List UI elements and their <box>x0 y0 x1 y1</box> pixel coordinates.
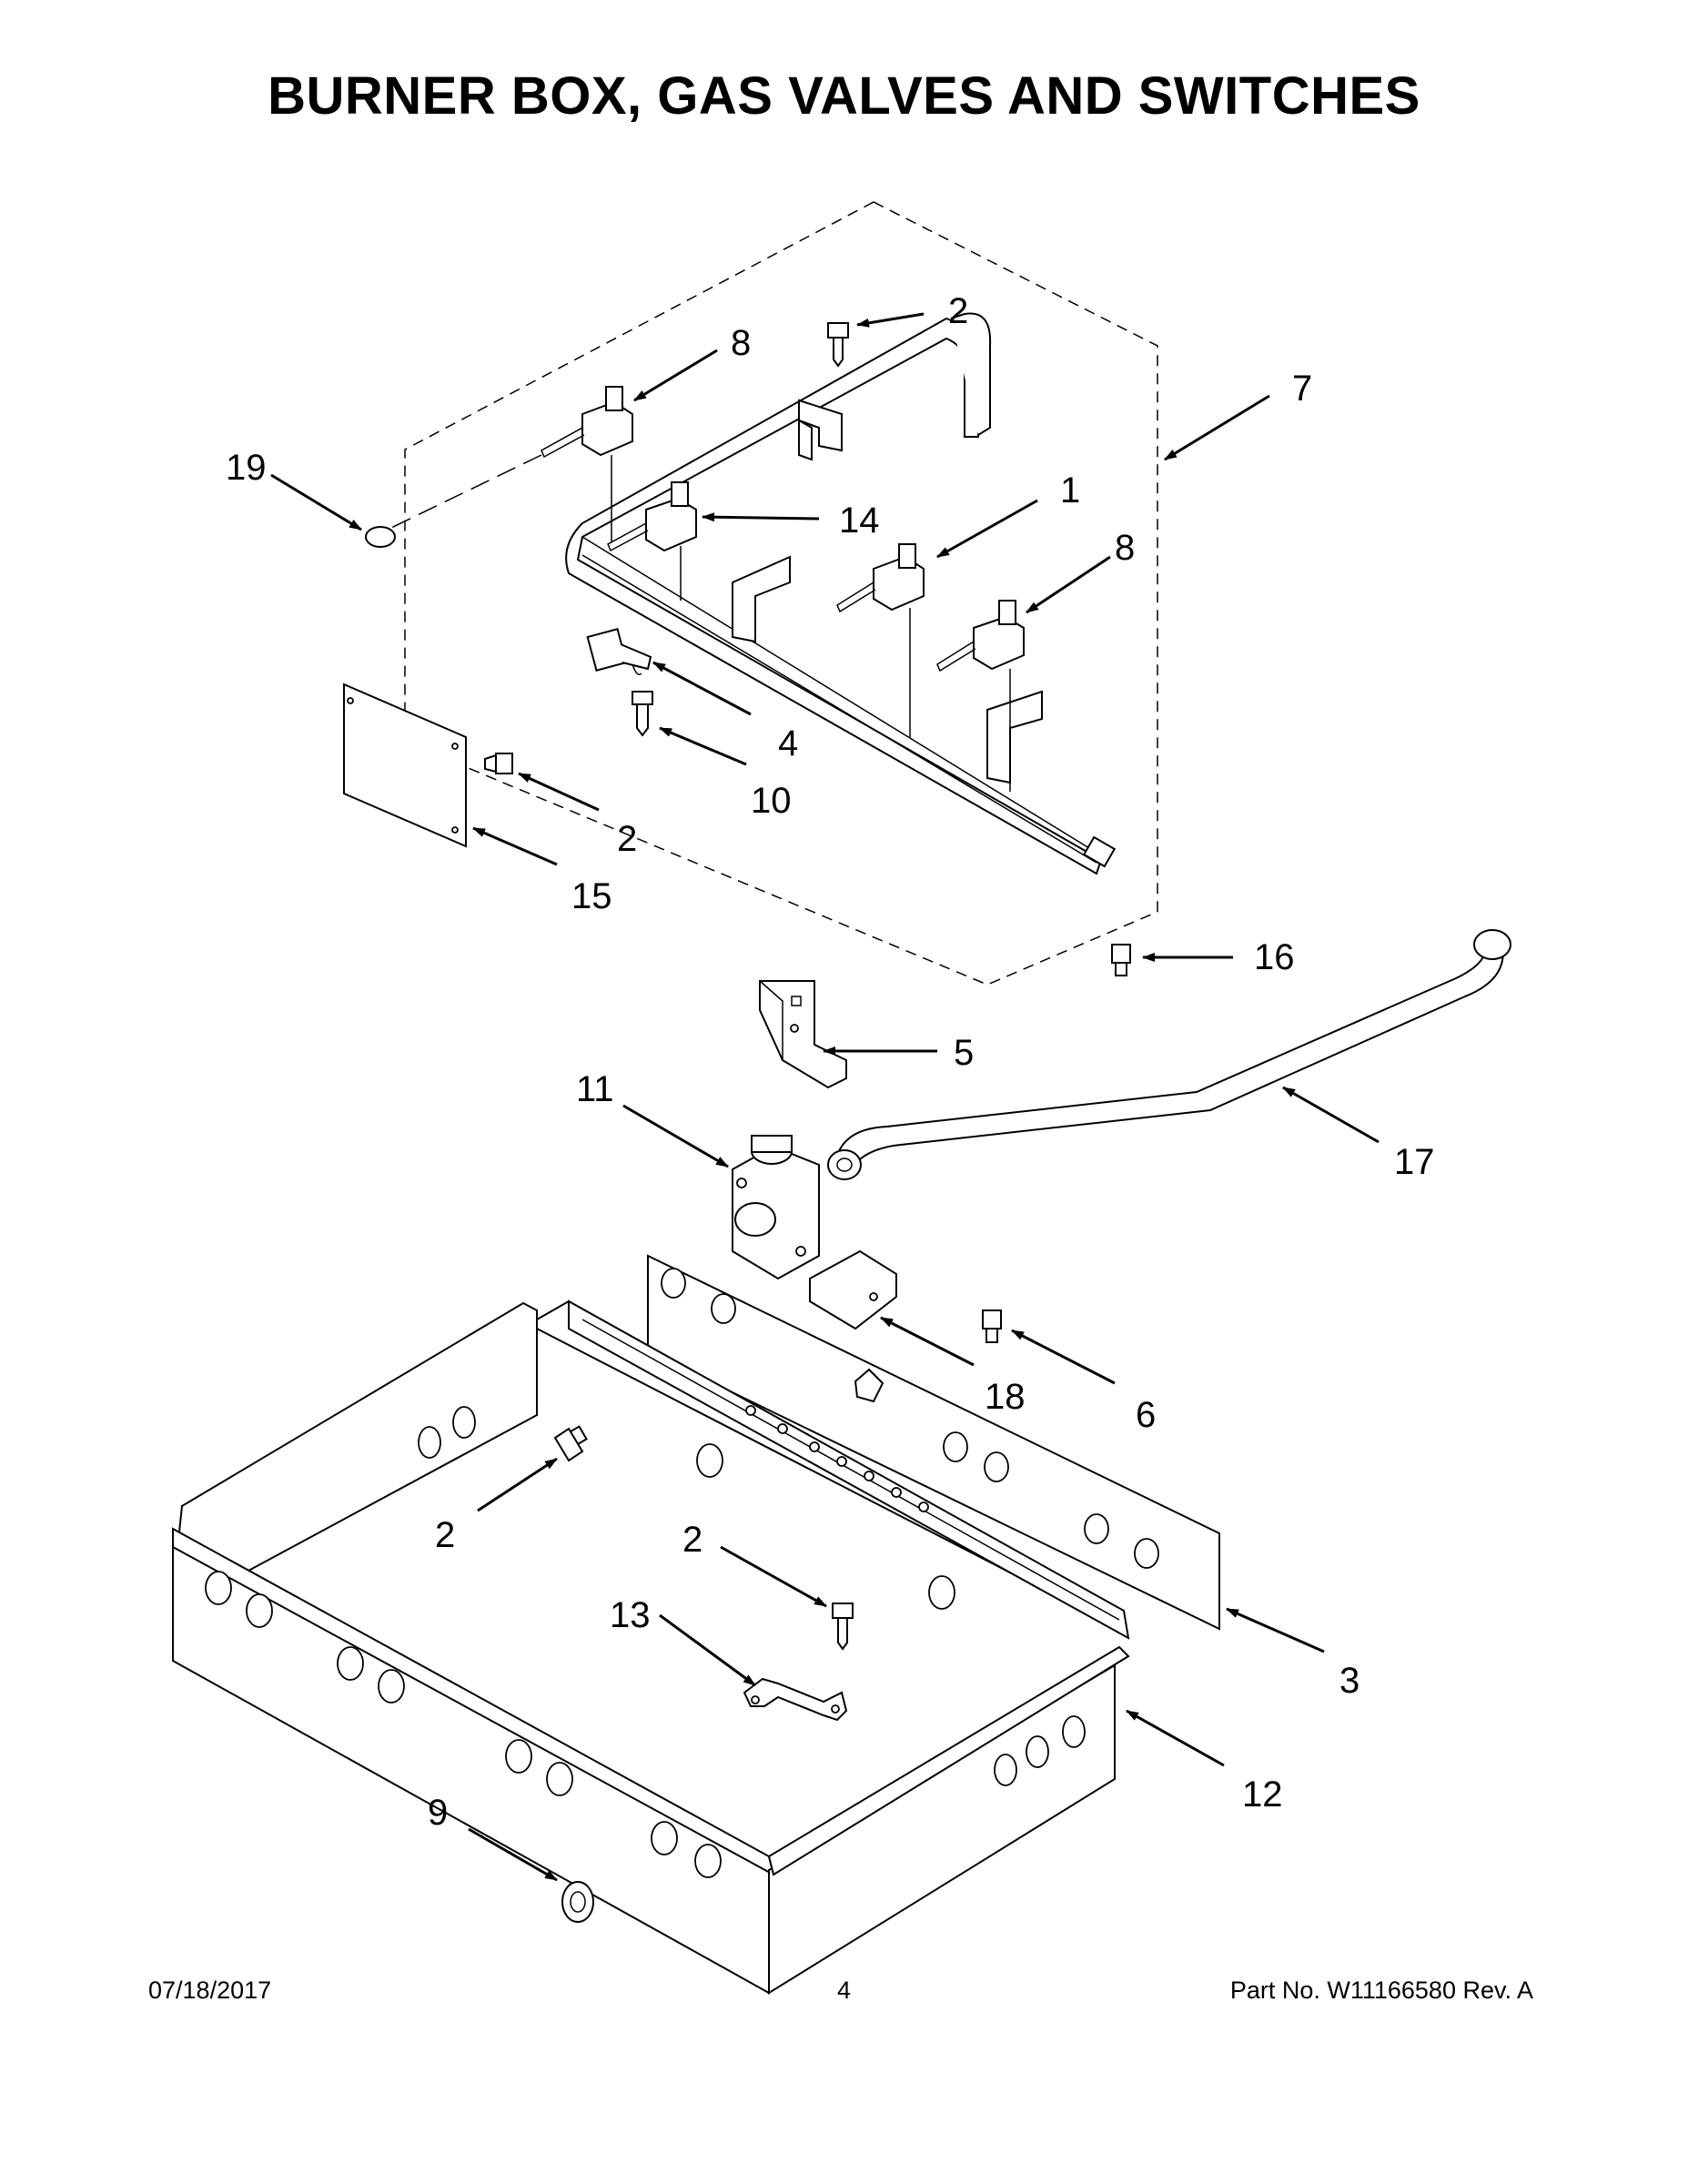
callout-11: 11 <box>576 1069 614 1109</box>
callout-2-top: 2 <box>948 291 968 331</box>
leader-8-top <box>633 349 718 402</box>
leader-8-right <box>1026 555 1111 614</box>
grommet-9 <box>561 1881 594 1923</box>
leader-4 <box>652 661 752 716</box>
callout-17: 17 <box>1394 1142 1435 1182</box>
callout-1: 1 <box>1060 470 1080 511</box>
leader-19 <box>270 473 362 531</box>
leader-18 <box>880 1316 975 1367</box>
callout-7: 7 <box>1292 369 1312 409</box>
manifold-bracket-right <box>986 690 1043 784</box>
leader-14 <box>702 512 820 522</box>
callout-4: 4 <box>778 723 798 763</box>
callout-15: 15 <box>571 876 612 916</box>
leader-6 <box>1011 1329 1116 1385</box>
leader-7 <box>1164 394 1270 461</box>
callout-3: 3 <box>1339 1661 1359 1701</box>
callout-10: 10 <box>751 781 792 821</box>
bracket-13 <box>743 1677 848 1722</box>
orifice-16 <box>1111 944 1131 976</box>
leader-2-mid <box>518 772 600 812</box>
callout-2-mid: 2 <box>617 819 637 859</box>
leader-9 <box>468 1827 558 1882</box>
leader-13 <box>659 1613 756 1687</box>
pressure-regulator-11 <box>732 1135 820 1280</box>
callout-8-right: 8 <box>1115 528 1135 568</box>
rear-panel-3 <box>647 1254 1220 1631</box>
callout-14: 14 <box>839 500 880 541</box>
footer-page-number: 4 <box>836 1977 852 2004</box>
screw-2-left <box>553 1425 588 1462</box>
gas-valve-8-top <box>541 386 633 541</box>
callout-16: 16 <box>1254 937 1295 977</box>
burner-box-12 <box>171 1299 1130 1995</box>
gas-valve-8-right <box>936 600 1025 792</box>
footer-date: 07/18/2017 <box>148 1977 272 2004</box>
gas-manifold-pipe <box>565 312 1117 875</box>
shield-18 <box>809 1249 897 1330</box>
bracket-5 <box>759 980 847 1089</box>
leader-lines <box>270 312 1380 1882</box>
callout-5: 5 <box>954 1033 974 1073</box>
leader-10 <box>659 726 747 766</box>
leader-1 <box>936 499 1038 559</box>
leader-2-left <box>477 1457 558 1512</box>
manifold-bracket-middle <box>732 555 791 643</box>
manifold-bracket-top <box>798 399 843 461</box>
leader-12 <box>1126 1709 1225 1767</box>
callout-2-left: 2 <box>435 1515 455 1555</box>
callout-9: 9 <box>428 1793 448 1833</box>
orifice-6 <box>982 1309 1002 1343</box>
leader-2-center <box>720 1545 827 1608</box>
callout-12: 12 <box>1242 1774 1283 1815</box>
screw-2-top <box>827 322 849 368</box>
gas-inlet-tube-17 <box>827 929 1511 1180</box>
manifold-assembly-outline <box>404 201 1158 986</box>
page-title: BURNER BOX, GAS VALVES AND SWITCHES <box>268 66 1420 126</box>
leader-11 <box>622 1104 729 1168</box>
cap-19 <box>365 526 396 548</box>
leader-15 <box>472 826 558 866</box>
callout-13: 13 <box>610 1595 651 1635</box>
footer-part-number: Part No. W11166580 Rev. A <box>1229 1977 1533 2004</box>
pilot-line <box>390 454 542 529</box>
screw-10 <box>632 691 653 737</box>
gas-valve-1 <box>836 543 925 737</box>
callout-18: 18 <box>985 1377 1026 1417</box>
cover-plate-15 <box>343 682 467 848</box>
leader-17 <box>1282 1086 1380 1144</box>
callout-6: 6 <box>1136 1395 1156 1435</box>
leader-3 <box>1226 1607 1325 1653</box>
callout-8-top: 8 <box>731 323 751 363</box>
screw-2-center <box>832 1603 854 1651</box>
switch-4 <box>586 628 652 675</box>
gas-valve-14 <box>607 481 697 601</box>
leader-2-top <box>856 312 925 328</box>
screw-2-mid <box>484 753 513 774</box>
callout-19: 19 <box>226 448 267 488</box>
callout-2-center: 2 <box>682 1520 702 1560</box>
